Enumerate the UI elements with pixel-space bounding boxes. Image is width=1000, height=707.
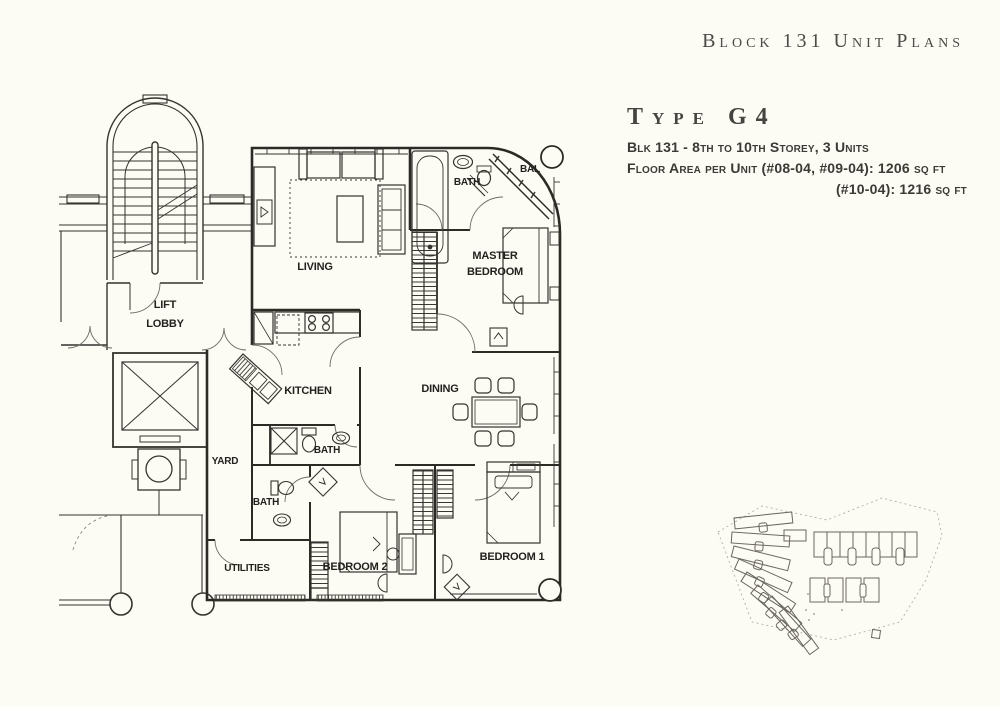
- balcony-wall: [488, 145, 564, 602]
- room-label-yard: YARD: [212, 456, 239, 467]
- room-label-lift-1: LIFT: [154, 299, 177, 311]
- staircase: [106, 94, 204, 350]
- storey-line: Blk 131 - 8th to 10th Storey, 3 Units: [627, 139, 869, 155]
- site-lower-blocks: [809, 577, 882, 640]
- bedroom2-furniture: [308, 467, 417, 593]
- master-bedroom-furniture: [489, 227, 560, 347]
- lower-bath-fixtures: [270, 480, 295, 527]
- room-label-bath-master: BATH: [454, 177, 480, 188]
- site-boundary: [717, 497, 943, 641]
- floor-area-line-2: (#10-04): 1216 sq ft: [835, 181, 967, 197]
- dining-furniture: [452, 377, 538, 447]
- door-swings: [214, 196, 511, 566]
- room-labels: LIVING MASTER BEDROOM BATH BAL KITCHEN D…: [146, 164, 544, 574]
- room-label-living: LIVING: [297, 261, 332, 273]
- common-bath-fixtures: [270, 427, 351, 455]
- living-furniture: [253, 148, 406, 258]
- room-label-utilities: UTILITIES: [224, 563, 270, 574]
- unit-info-block: Type G4 Blk 131 - 8th to 10th Storey, 3 …: [627, 104, 967, 200]
- windows: [214, 148, 560, 602]
- site-fan-blocks: [730, 511, 820, 656]
- lift-shaft: [112, 352, 208, 448]
- page-title: Block 131 Unit Plans: [702, 30, 964, 52]
- room-label-master-1: MASTER: [472, 250, 518, 262]
- floor-area-line-1: Floor Area per Unit (#08-04, #09-04): 12…: [627, 160, 946, 176]
- site-slab-block: [783, 529, 918, 566]
- room-label-bath-common: BATH: [314, 445, 340, 456]
- master-bath-fixtures: [411, 150, 492, 264]
- refuse-chute: [131, 448, 187, 515]
- unit-walls: [205, 146, 562, 602]
- room-label-lift-2: LOBBY: [146, 318, 184, 330]
- floor-plan-drawing: LIVING MASTER BEDROOM BATH BAL KITCHEN D…: [59, 94, 564, 616]
- kitchen-fixtures: [228, 311, 361, 405]
- room-label-kitchen: KITCHEN: [284, 385, 332, 397]
- site-key-plan: [717, 497, 943, 656]
- room-label-dining: DINING: [421, 383, 458, 395]
- room-label-bedroom2: BEDROOM 2: [323, 561, 388, 573]
- wardrobes: [310, 231, 454, 601]
- corridor-walls: [59, 194, 252, 616]
- site-landscape-dots: [805, 593, 843, 621]
- room-label-master-2: BEDROOM: [467, 266, 523, 278]
- bedroom1-furniture: [442, 461, 541, 601]
- room-label-balcony: BAL: [520, 164, 540, 175]
- room-label-bath-lower: BATH: [253, 497, 279, 508]
- unit-type-heading: Type G4: [627, 104, 777, 130]
- room-label-bedroom1: BEDROOM 1: [480, 551, 545, 563]
